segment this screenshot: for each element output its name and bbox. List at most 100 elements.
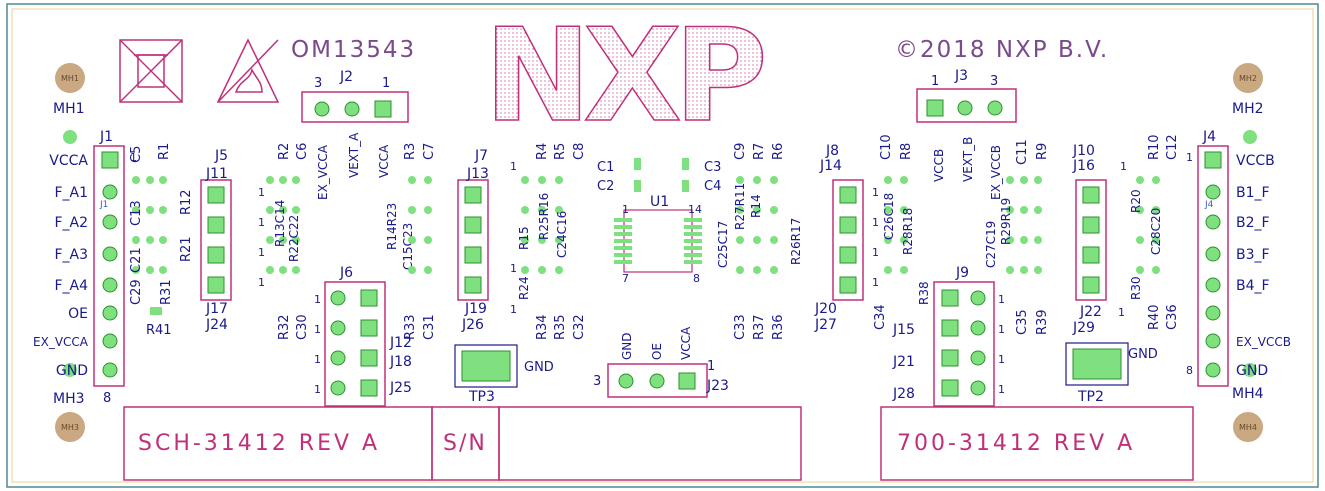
silk-mark: EX_VCCA <box>316 144 330 200</box>
smd-pad <box>753 236 761 244</box>
board-outline <box>6 3 1319 488</box>
ic-u1: U1 1 7 8 14 C1 C2 C3 C4 <box>597 158 721 285</box>
smd-pad <box>521 266 529 274</box>
part-number: OM13543 <box>291 37 416 63</box>
smd-pad <box>146 206 154 214</box>
ref-designator: C7 <box>422 143 437 160</box>
silk-mark <box>330 320 346 336</box>
ref-designator: 1 <box>314 323 321 336</box>
ref-designator: C8 <box>572 143 587 160</box>
smd-pad <box>753 206 761 214</box>
pin-pad <box>1204 151 1222 169</box>
header-pad <box>207 186 225 204</box>
silk-mark <box>614 218 702 264</box>
silk-mark: 8 <box>103 391 111 406</box>
ref-designator: R1 <box>157 143 172 160</box>
ref-designator: 1 <box>510 303 517 316</box>
ref-designator: R36 <box>771 314 786 340</box>
ic-pad <box>614 253 632 257</box>
header-pad <box>839 186 857 204</box>
smd-pad <box>753 176 761 184</box>
silk-mark: 3 <box>990 74 998 89</box>
ref-designator: C15C23 <box>401 223 415 270</box>
silk-mark <box>301 91 409 123</box>
pin-pad <box>1205 277 1221 293</box>
header-pad <box>207 276 225 294</box>
silk-mark <box>1233 63 1263 93</box>
smd-pad <box>132 176 140 184</box>
silk-mark <box>119 39 183 103</box>
connector-j23: 3 1 J23 GND OE VCCA <box>593 326 729 398</box>
smd-pad <box>266 266 274 274</box>
ref-designator: R38 <box>917 281 931 305</box>
pin-pad <box>102 362 118 378</box>
ref-designator: 1 <box>314 383 321 396</box>
pin-pad <box>102 305 118 321</box>
silk-mark: C4 <box>704 179 721 194</box>
ref-designator: R3 <box>403 143 418 160</box>
ref-designator: C12 <box>1165 134 1180 160</box>
ref-designator: R12 <box>179 189 194 215</box>
smd-pad <box>555 206 563 214</box>
silk-mark: J4 <box>1202 129 1216 145</box>
ic-pad <box>614 239 632 243</box>
mount-hole-mh4: MH4 MH4 <box>1232 363 1264 442</box>
silk-mark: J4 <box>1204 200 1214 210</box>
ref-designator: J25 <box>389 380 412 396</box>
silk-mark <box>970 380 986 396</box>
smd-pad <box>1152 266 1160 274</box>
silk-mark: J23 <box>706 378 729 394</box>
ref-designator: R31 <box>159 279 174 305</box>
silk-mark: 3 <box>593 374 601 389</box>
silk-mark <box>55 412 85 442</box>
label-box-serial <box>498 406 802 481</box>
ref-designator: R39 <box>1035 309 1050 335</box>
silk-mark <box>678 372 696 390</box>
silk-mark: SCH-31412 REV A <box>138 431 380 456</box>
silk-mark <box>1243 130 1257 144</box>
ic-pad <box>614 218 632 222</box>
smd-pad <box>146 176 154 184</box>
ref-designator: 1 <box>872 186 879 199</box>
smd-pad <box>292 266 300 274</box>
smd-pad <box>292 176 300 184</box>
smd-pad <box>1152 206 1160 214</box>
ref-designator: C25C17 <box>716 221 730 268</box>
ref-designator: J24 <box>205 317 228 333</box>
connector-j2: 3 J2 1 EX_VCCA VEXT_A VCCA <box>301 69 409 200</box>
silk-mark: TP3 <box>468 389 495 405</box>
copyright: ©2018 NXP B.V. <box>895 37 1109 63</box>
silk-mark <box>941 319 959 337</box>
smd-pad <box>424 176 432 184</box>
ic-pad <box>684 232 702 236</box>
ref-designator: J10 <box>1072 143 1095 159</box>
weee-recycle-icon <box>119 39 183 103</box>
smd-pad <box>424 266 432 274</box>
ref-designator: R5 <box>553 143 568 160</box>
ref-designator: 1 <box>1120 160 1127 173</box>
smd-pad <box>1020 236 1028 244</box>
ref-designator: C26C18 <box>882 193 896 240</box>
ref-designator: J28 <box>892 386 915 402</box>
pin-pad <box>102 246 118 262</box>
smd-pad <box>159 206 167 214</box>
smd-pad <box>521 176 529 184</box>
pin-pad <box>1205 214 1221 230</box>
ref-designator: J11 <box>205 166 228 182</box>
ref-designator: C28C20 <box>1149 208 1163 255</box>
smd-pad <box>1034 266 1042 274</box>
silk-mark <box>941 349 959 367</box>
smd-pad <box>770 176 778 184</box>
smd-pad <box>538 236 546 244</box>
pin-label: F_A4 <box>54 278 88 294</box>
ref-designator: R28R18 <box>901 208 915 255</box>
silk-mark: VCCA <box>377 144 391 178</box>
ref-designator: R35 <box>553 314 568 340</box>
smd-pad <box>900 266 908 274</box>
smd-pad <box>1152 236 1160 244</box>
silk-mark <box>63 130 77 144</box>
pin-label: VCCB <box>1236 153 1275 169</box>
silk-mark <box>957 100 973 116</box>
ref-designator: 1 <box>258 276 265 289</box>
